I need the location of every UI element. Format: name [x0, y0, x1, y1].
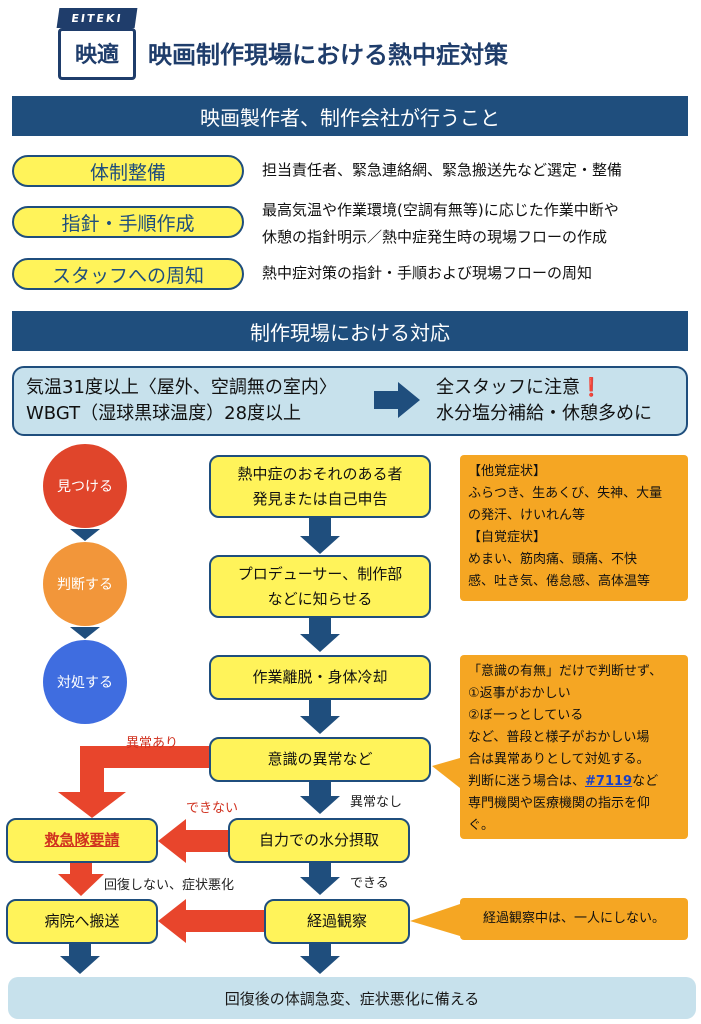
note-text: など	[632, 774, 659, 789]
pill-notice: スタッフへの周知	[12, 258, 244, 290]
red-arrow-abnormal	[58, 746, 210, 818]
desc-notice: 熱中症対策の指針・手順および現場フローの周知	[262, 260, 592, 287]
note-heading: 【自覚症状】	[468, 530, 547, 545]
note-line: ①返事がおかしい	[468, 686, 571, 701]
down-arrow	[300, 700, 340, 734]
label-can: できる	[350, 876, 389, 891]
condition-box	[12, 366, 688, 436]
node-line: 発見または自己申告	[252, 489, 388, 508]
down-arrow	[300, 863, 340, 895]
down-arrow	[300, 782, 340, 814]
note-observe: 経過観察中は、一人にしない。	[460, 898, 688, 940]
result-line: 全スタッフに注意❗	[436, 377, 603, 398]
pill-system: 体制整備	[12, 155, 244, 187]
note-heading: 【他覚症状】	[468, 464, 547, 479]
red-arrow-worse	[58, 860, 104, 896]
section2-title: 制作現場における対応	[12, 311, 688, 351]
note-line: 「意識の有無」だけで判断せず、	[468, 664, 663, 679]
down-arrow	[300, 944, 340, 974]
node-cooling: 作業離脱・身体冷却	[209, 655, 431, 700]
node-hydration: 自力での水分摂取	[228, 818, 410, 863]
desc-line: 休憩の指針明示／熱中症発生時の現場フローの作成	[262, 228, 608, 246]
desc-line: 熱中症対策の指針・手順および現場フローの周知	[262, 264, 593, 282]
node-line: などに知らせる	[267, 589, 373, 608]
node-discovery: 熱中症のおそれのある者 発見または自己申告	[209, 455, 431, 518]
note-line: 合は異常ありとして対処する。	[468, 752, 650, 767]
note-line: 判断に迷う場合は、#7119など	[468, 771, 680, 793]
hotline-link[interactable]: #7119	[585, 774, 633, 789]
note-line: 専門機関や医療機関の指示を仰	[468, 796, 651, 811]
down-arrow	[60, 944, 100, 974]
note-line: の発汗、けいれん等	[468, 508, 586, 523]
desc-guideline: 最高気温や作業環境(空調有無等)に応じた作業中断や 休憩の指針明示／熱中症発生時…	[262, 197, 619, 251]
down-arrow	[300, 518, 340, 554]
result-line: 水分塩分補給・休憩多めに	[436, 403, 652, 424]
label-normal: 異常なし	[350, 795, 403, 810]
step-handle: 対処する	[43, 640, 127, 724]
condition-text: 気温31度以上〈屋外、空調無の室内〉 WBGT（湿球黒球温度）28度以上	[26, 375, 337, 427]
node-line: プロデューサー、制作部	[237, 564, 403, 583]
note-line: ふらつき、生あくび、失神、大量	[468, 486, 663, 501]
note-line: ②ぼーっとしている	[468, 708, 584, 723]
page-title: 映画制作現場における熱中症対策	[148, 40, 508, 69]
note-symptoms: 【他覚症状】 ふらつき、生あくび、失神、大量 の発汗、けいれん等 【自覚症状】 …	[460, 455, 688, 601]
condition-result: 全スタッフに注意❗ 水分塩分補給・休憩多めに	[436, 375, 652, 427]
note-consciousness: 「意識の有無」だけで判断せず、 ①返事がおかしい ②ぼーっとしている など、普段…	[460, 655, 688, 839]
footer-banner: 回復後の体調急変、症状悪化に備える	[8, 977, 696, 1019]
condition-line: WBGT（湿球黒球温度）28度以上	[26, 403, 302, 424]
node-hospital: 病院へ搬送	[6, 899, 158, 944]
label-cannot: できない	[186, 801, 239, 816]
step-find: 見つける	[43, 444, 127, 528]
note-line: 感、吐き気、倦怠感、高体温等	[468, 574, 651, 589]
section1-title: 映画製作者、制作会社が行うこと	[12, 96, 688, 136]
note-pointer	[410, 904, 460, 936]
label-abnormal: 異常あり	[126, 736, 179, 751]
condition-line: 気温31度以上〈屋外、空調無の室内〉	[26, 377, 337, 398]
note-pointer	[432, 758, 460, 788]
red-arrow-observe	[158, 899, 264, 943]
step-judge: 判断する	[43, 542, 127, 626]
note-line: めまい、筋肉痛、頭痛、不快	[468, 552, 638, 567]
down-arrow	[300, 618, 340, 652]
desc-line: 担当責任者、緊急連絡網、緊急搬送先など選定・整備	[262, 161, 623, 179]
step-connector	[70, 627, 100, 639]
logo-frame	[58, 28, 136, 80]
note-line: ぐ。	[468, 818, 495, 833]
desc-system: 担当責任者、緊急連絡網、緊急搬送先など選定・整備	[262, 157, 622, 184]
node-notify: プロデューサー、制作部 などに知らせる	[209, 555, 431, 618]
node-consciousness: 意識の異常など	[209, 737, 431, 782]
desc-line: 最高気温や作業環境(空調有無等)に応じた作業中断や	[262, 201, 619, 219]
node-emergency: 救急隊要請	[6, 818, 158, 863]
note-line: など、普段と様子がおかしい場	[468, 730, 650, 745]
red-arrow-cannot	[158, 819, 228, 863]
logo-text: 映適	[74, 43, 119, 68]
node-observe: 経過観察	[264, 899, 410, 944]
note-text: 判断に迷う場合は、	[468, 774, 586, 789]
label-worse: 回復しない、症状悪化	[104, 878, 235, 893]
node-line: 熱中症のおそれのある者	[237, 464, 403, 483]
step-connector	[70, 529, 100, 541]
pill-guideline: 指針・手順作成	[12, 206, 244, 238]
condition-arrow	[374, 382, 420, 418]
